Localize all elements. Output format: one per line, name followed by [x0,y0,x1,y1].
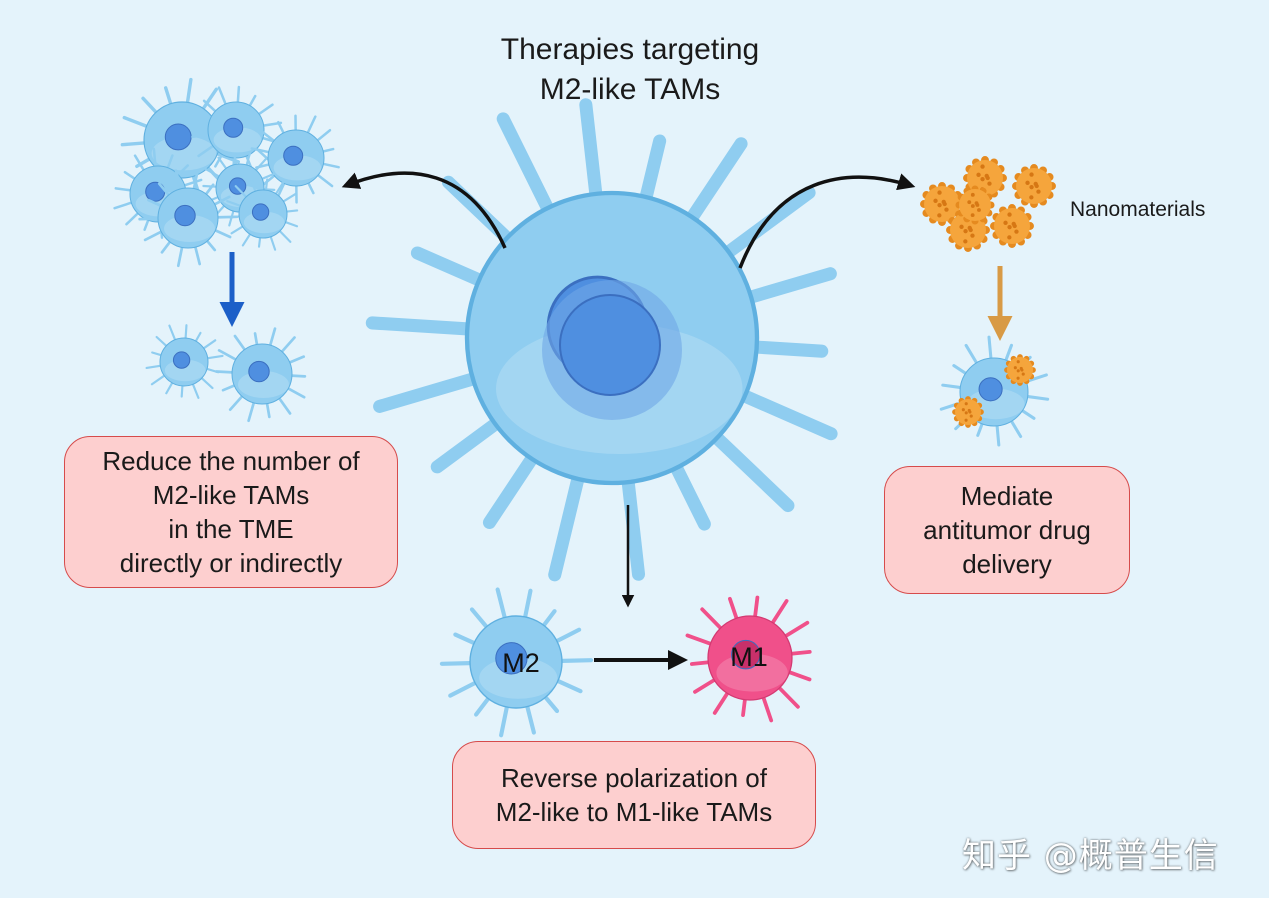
m1-label: M1 [718,642,780,673]
polarization-box-line-1: Reverse polarization of [501,761,767,795]
polarization-box-line-2: M2-like to M1-like TAMs [496,795,772,829]
watermark: 知乎 @概普生信 [962,828,1219,877]
reduce-box-line-3: in the TME [168,512,293,546]
diagram-title: Therapies targeting M2-like TAMs [430,30,830,110]
title-line-2: M2-like TAMs [430,70,830,110]
nanomaterials-label: Nanomaterials [1070,198,1205,222]
reduce-box-line-2: M2-like TAMs [153,478,310,512]
reduce-box-line-1: Reduce the number of [102,444,359,478]
delivery-box-line-2: antitumor drug [923,513,1091,547]
title-line-1: Therapies targeting [430,30,830,70]
delivery-box-line-3: delivery [962,547,1052,581]
reduce-box-line-4: directly or indirectly [120,546,343,580]
delivery-box-line-1: Mediate [961,479,1054,513]
reduce-tams-box: Reduce the number of M2-like TAMs in the… [64,436,398,588]
reverse-polarization-box: Reverse polarization of M2-like to M1-li… [452,741,816,849]
m2-label: M2 [490,648,552,679]
drug-delivery-box: Mediate antitumor drug delivery [884,466,1130,594]
